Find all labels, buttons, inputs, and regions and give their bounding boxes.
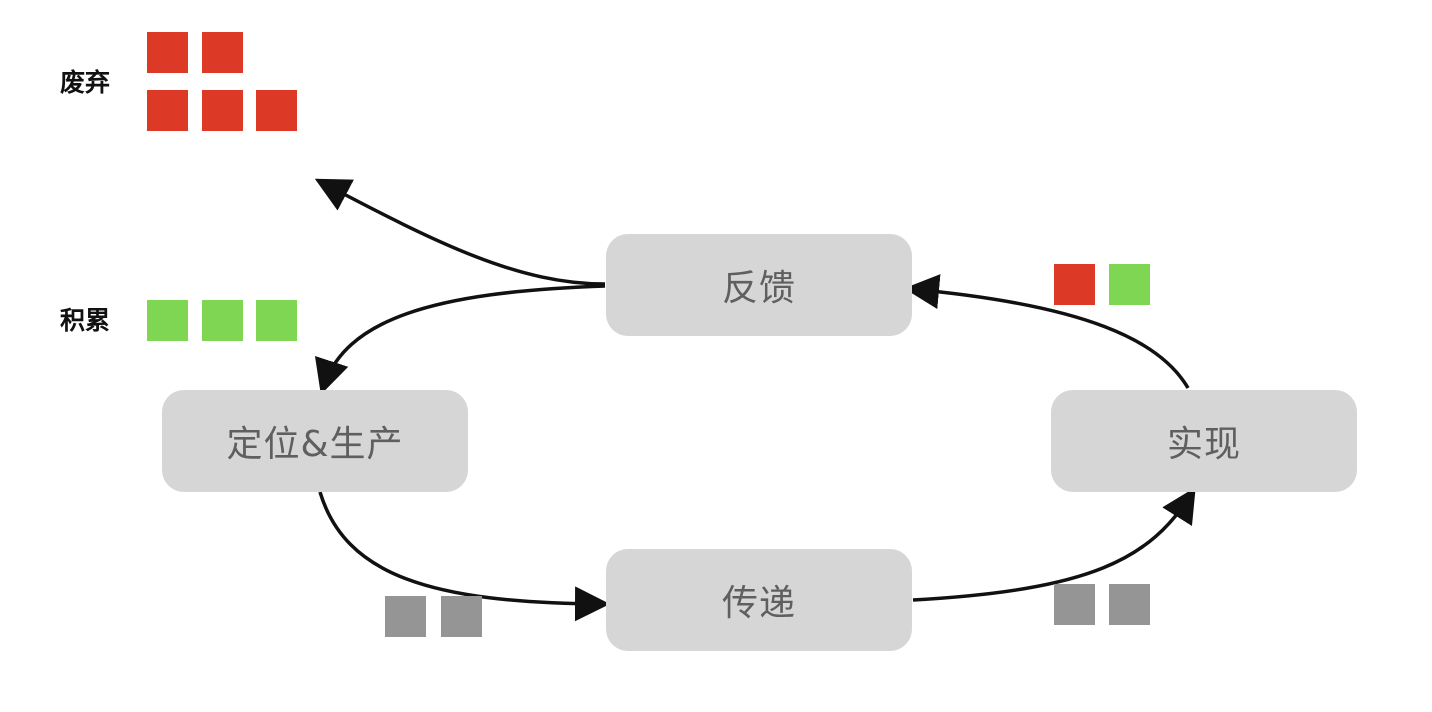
accumulate-legend-label: 积累 [60, 306, 111, 335]
delivery-neutral-square [441, 596, 482, 637]
accumulate-square [256, 300, 297, 341]
realization-neutral-square [1109, 584, 1150, 625]
waste-legend-label: 废弃 [60, 68, 111, 97]
arrow-delivery-to-realization [912, 487, 1196, 602]
arrow-feedback-to-waste [314, 178, 606, 286]
waste-square [202, 90, 243, 131]
arrow-feedback-to-position-production [315, 284, 606, 395]
delivery-node: 传递 [606, 549, 912, 651]
feedback-accumulate-square [1109, 264, 1150, 305]
feedback-waste-square [1054, 264, 1095, 305]
delivery-neutral-square [385, 596, 426, 637]
feedback-node: 反馈 [606, 234, 912, 336]
position-production-node: 定位&生产 [162, 390, 468, 492]
waste-square [147, 32, 188, 73]
accumulate-square [202, 300, 243, 341]
accumulate-square [147, 300, 188, 341]
waste-square [147, 90, 188, 131]
arrow-realization-to-feedback [904, 274, 1190, 389]
waste-square [256, 90, 297, 131]
arrow-position-production-to-delivery [318, 491, 610, 622]
realization-node: 实现 [1051, 390, 1357, 492]
waste-square [202, 32, 243, 73]
realization-neutral-square [1054, 584, 1095, 625]
